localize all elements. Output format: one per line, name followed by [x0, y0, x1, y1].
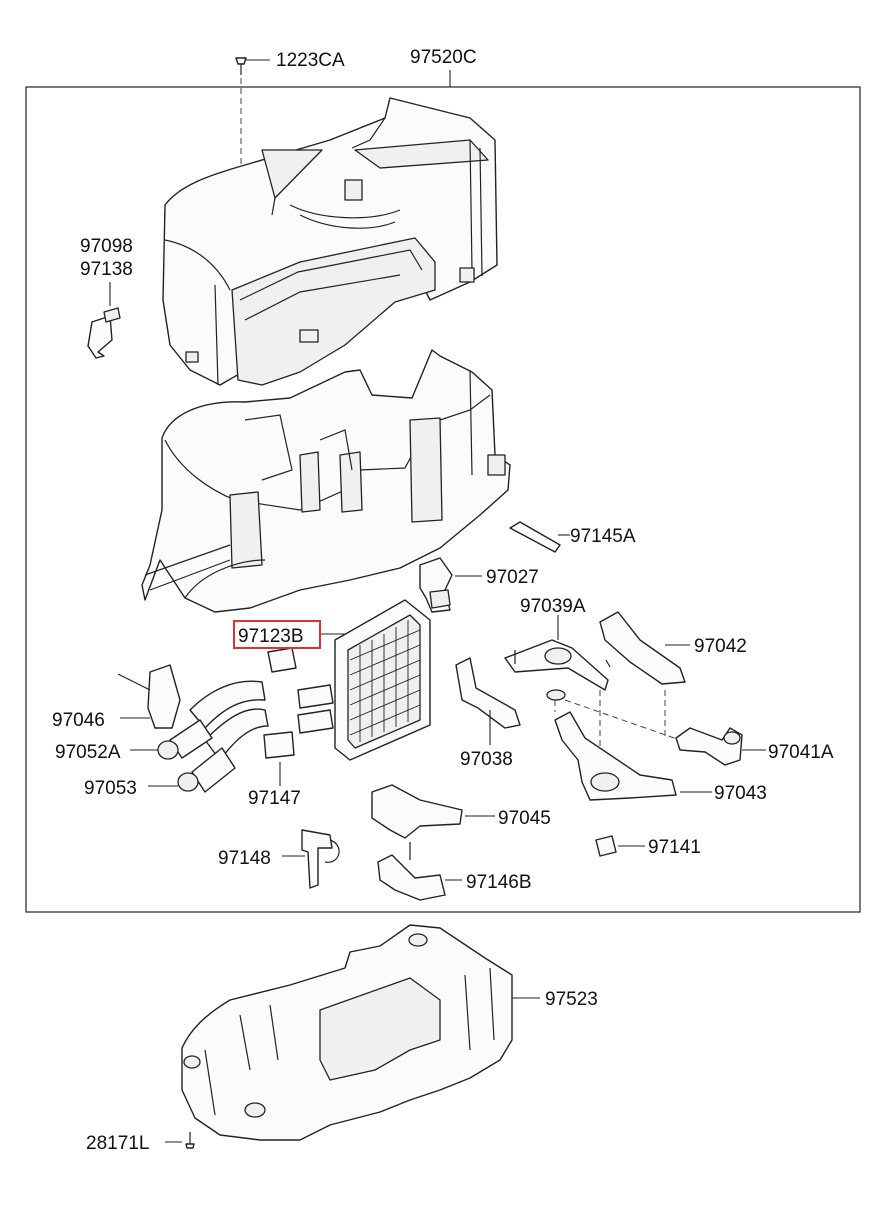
callout-97052A: 97052A — [55, 742, 121, 763]
callout-97041A: 97041A — [768, 742, 834, 763]
callout-97038: 97038 — [460, 749, 513, 770]
assembly-frame — [25, 86, 861, 913]
callout-97146B: 97146B — [466, 872, 532, 893]
callout-97138: 97138 — [80, 259, 133, 280]
callout-97123B: 97123B — [238, 626, 304, 647]
callout-97053: 97053 — [84, 778, 137, 799]
bracket-97027 — [419, 557, 482, 613]
screw-1223CA — [235, 57, 270, 245]
callout-1223CA: 1223CA — [276, 50, 345, 71]
callout-97042: 97042 — [694, 636, 747, 657]
callout-97520C: 97520C — [410, 47, 477, 68]
upper-case — [162, 97, 498, 386]
callout-97141: 97141 — [648, 837, 701, 858]
nut-97141 — [595, 835, 645, 857]
callout-97045: 97045 — [498, 808, 551, 829]
sensor-97148 — [282, 829, 340, 889]
actuator-97098 — [87, 282, 121, 359]
assembly-line — [564, 699, 681, 741]
pipe-assembly-97046 — [117, 664, 269, 793]
callout-97145A: 97145A — [570, 526, 636, 547]
lower-case-97523 — [181, 924, 540, 1141]
heater-core-97123B — [297, 599, 431, 761]
clip-97146B — [377, 842, 462, 901]
link-97038 — [455, 657, 521, 745]
callout-97039A: 97039A — [520, 596, 586, 617]
callout-97046: 97046 — [52, 710, 105, 731]
callout-97098: 97098 — [80, 236, 133, 257]
lower-case — [141, 349, 511, 613]
arm-97039A — [504, 615, 611, 691]
callout-28171L: 28171L — [86, 1133, 149, 1154]
hose-97147 — [263, 647, 297, 786]
callout-97523: 97523 — [545, 989, 598, 1010]
callout-97147: 97147 — [248, 788, 301, 809]
highlight-box — [233, 620, 321, 649]
bracket-97045 — [371, 784, 495, 839]
callout-97148: 97148 — [218, 848, 271, 869]
callout-97027: 97027 — [486, 567, 539, 588]
pin-28171L — [165, 1132, 195, 1149]
lever-97042 — [599, 611, 690, 685]
arm-97043 — [546, 689, 712, 801]
callout-97043: 97043 — [714, 783, 767, 804]
lever-97041A — [675, 727, 766, 766]
lever-97145A — [509, 521, 570, 553]
